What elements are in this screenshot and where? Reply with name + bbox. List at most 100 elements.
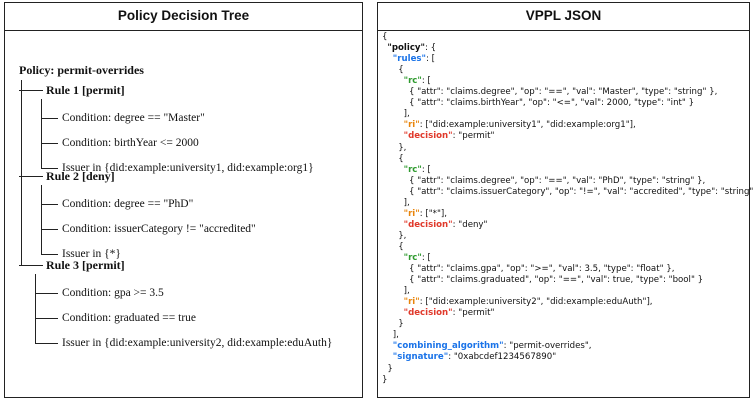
json-line: { "attr": "claims.degree", "op": "==", "… <box>409 176 705 187</box>
json-text: ], <box>392 330 399 341</box>
json-text: : { <box>425 43 437 54</box>
json-text: : "deny" <box>452 219 488 230</box>
trunk-tick <box>21 162 22 174</box>
trunk-tick <box>21 137 22 149</box>
json-line: ], <box>393 330 399 341</box>
tree-trunk <box>21 176 22 265</box>
json-text: } <box>398 319 404 330</box>
condition-branch <box>41 185 42 254</box>
json-line: "combining_algorithm": "permit-overrides… <box>393 341 592 352</box>
trunk-tick <box>21 198 22 210</box>
json-line: { "attr": "claims.gpa", "op": ">=", "val… <box>409 264 674 275</box>
json-line: "ri": ["did:example:university1", "did:e… <box>404 120 636 131</box>
json-text: { "attr": "claims.graduated", "op": "=="… <box>409 275 704 286</box>
json-line: }, <box>398 231 406 242</box>
condition-connector <box>35 293 58 294</box>
json-text: : ["did:example:university1", "did:examp… <box>419 120 636 131</box>
tree-trunk <box>21 257 22 265</box>
json-text: : [ <box>426 54 435 65</box>
trunk-tick <box>21 248 22 260</box>
condition-connector <box>41 118 58 119</box>
decision-tree: Policy: permit-overrides Rule 1 [permit]… <box>5 30 362 397</box>
json-line: "decision": "permit" <box>404 131 495 142</box>
json-text: }, <box>398 230 407 241</box>
vppl-json-panel: VPPL JSON {"policy": {"rules": [{"rc": [… <box>377 2 753 398</box>
json-line: "signature": "0xabcdef1234567890" <box>393 352 556 363</box>
json-text: : "permit" <box>452 131 495 142</box>
json-text: : "permit-overrides", <box>503 341 592 352</box>
condition-label: Condition: issuerCategory != "accredited… <box>62 223 256 235</box>
policy-label: Policy: permit-overrides <box>19 63 144 77</box>
json-key: "rc" <box>403 164 422 175</box>
json-line: "rc": [ <box>404 253 431 264</box>
json-line: "rules": [ <box>393 54 435 65</box>
json-line: } <box>382 375 387 386</box>
json-key: "ri" <box>403 120 420 131</box>
json-text: : ["*"], <box>419 208 448 219</box>
json-text: { "attr": "claims.gpa", "op": ">=", "val… <box>409 264 675 275</box>
rule-label: Rule 1 [permit] <box>46 83 125 97</box>
condition-label: Condition: gpa >= 3.5 <box>62 287 164 299</box>
json-text: { <box>398 241 404 252</box>
issuer-condition: Issuer in {did:example:university2, did:… <box>62 337 333 349</box>
json-key: "rules" <box>392 54 426 65</box>
rule-label: Rule 3 [permit] <box>46 258 125 272</box>
json-key: "policy" <box>387 43 425 54</box>
json-line: "decision": "deny" <box>404 220 488 231</box>
json-line: { <box>398 242 403 253</box>
condition-label: Condition: degree == "Master" <box>62 112 205 124</box>
condition-connector <box>35 318 58 319</box>
issuer-condition: Issuer in {*} <box>62 248 121 260</box>
json-line: ], <box>404 198 410 209</box>
json-text: ], <box>403 109 410 120</box>
condition-connector <box>41 229 58 230</box>
json-line: { "attr": "claims.issuerCategory", "op":… <box>409 187 754 198</box>
json-line: { "attr": "claims.graduated", "op": "=="… <box>409 275 703 286</box>
condition-label: Condition: birthYear <= 2000 <box>62 137 199 149</box>
condition-connector <box>41 143 58 144</box>
condition-label: Condition: degree == "PhD" <box>62 198 194 210</box>
json-key: "combining_algorithm" <box>392 341 504 352</box>
tree-panel-title: Policy Decision Tree <box>5 3 362 31</box>
policy-decision-tree-panel: Policy Decision Tree Policy: permit-over… <box>4 2 363 398</box>
trunk-tick <box>21 223 22 235</box>
json-key: "decision" <box>403 308 453 319</box>
json-line: { <box>398 65 403 76</box>
json-text: : ["did:example:university2", "did:examp… <box>419 297 653 308</box>
tree-trunk <box>21 80 22 176</box>
json-text: { <box>398 153 404 164</box>
json-line: "rc": [ <box>404 165 431 176</box>
json-text: { <box>398 65 404 76</box>
json-line: "ri": ["did:example:university2", "did:e… <box>404 297 653 308</box>
json-line: } <box>398 319 403 330</box>
json-text: }, <box>398 142 407 153</box>
json-line: "policy": { <box>387 43 436 54</box>
json-line: "decision": "permit" <box>404 308 495 319</box>
json-line: "ri": ["*"], <box>404 209 447 220</box>
json-text: : [ <box>421 164 431 175</box>
trunk-tick <box>21 112 22 124</box>
json-text: { "attr": "claims.degree", "op": "==", "… <box>409 87 718 98</box>
json-key: "rc" <box>403 76 422 87</box>
rule-connector <box>19 176 43 177</box>
condition-connector <box>41 254 58 255</box>
condition-label: Condition: graduated == true <box>62 312 197 324</box>
condition-connector <box>41 168 58 169</box>
json-text: : "0xabcdef1234567890" <box>448 352 557 363</box>
json-text: : "permit" <box>452 308 495 319</box>
json-line: }, <box>398 143 406 154</box>
json-line: { "attr": "claims.birthYear", "op": "<="… <box>409 98 694 109</box>
issuer-condition: Issuer in {did:example:university1, did:… <box>62 162 314 174</box>
json-line: } <box>387 364 392 375</box>
json-key: "decision" <box>403 131 453 142</box>
condition-connector <box>35 343 58 344</box>
rule-connector <box>19 90 43 91</box>
json-text: { "attr": "claims.degree", "op": "==", "… <box>409 175 706 186</box>
condition-branch <box>41 99 42 168</box>
json-text: { "attr": "claims.birthYear", "op": "<="… <box>409 98 695 109</box>
json-text: { <box>382 32 388 42</box>
json-key: "signature" <box>392 352 449 363</box>
json-line: "rc": [ <box>404 76 431 87</box>
json-line: { <box>398 154 403 165</box>
json-line: { "attr": "claims.degree", "op": "==", "… <box>409 87 717 98</box>
